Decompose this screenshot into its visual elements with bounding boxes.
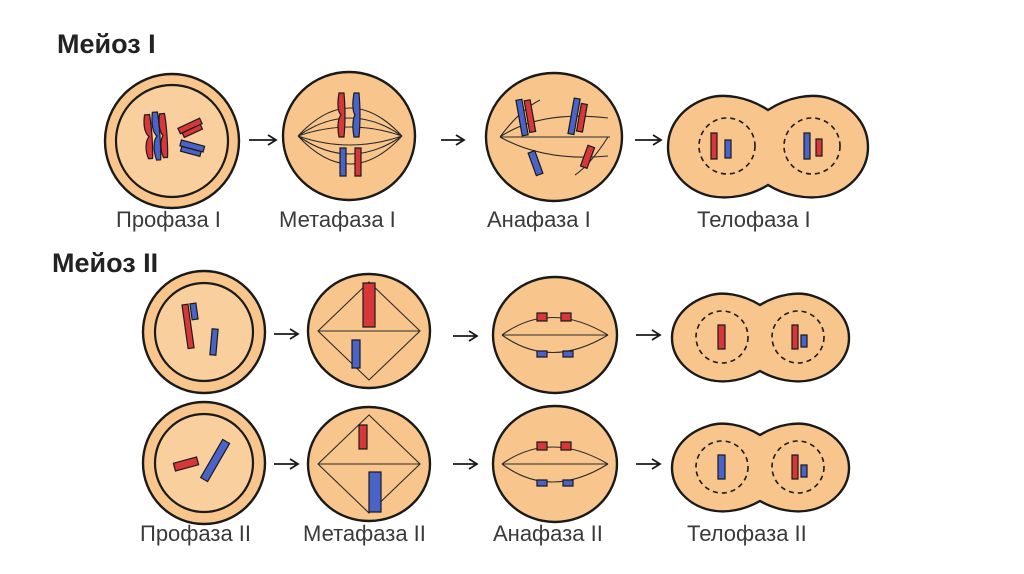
chromatid-group-bottom bbox=[536, 479, 574, 487]
arrow-icon bbox=[453, 330, 479, 342]
arrow-icon bbox=[249, 134, 278, 146]
prophase-2-cell-a bbox=[141, 269, 267, 395]
daughter-nucleus-left-chromosomes bbox=[717, 454, 726, 480]
meiosis-1-title: Мейоз I bbox=[57, 29, 156, 59]
arrow-icon bbox=[441, 134, 466, 146]
metaphase-1-cell bbox=[281, 70, 417, 202]
chromosome-small-left bbox=[527, 149, 544, 177]
daughter-nucleus-right-chromosomes bbox=[803, 132, 823, 160]
arrow-icon bbox=[453, 458, 479, 470]
telophase-2-cell-a bbox=[670, 292, 851, 383]
metaphase-2-cell-b bbox=[306, 405, 432, 523]
anaphase-2-cell-a bbox=[491, 275, 619, 395]
chromatid-group-top bbox=[536, 441, 572, 451]
chromosome-top bbox=[358, 424, 368, 450]
arrow-icon bbox=[636, 329, 662, 341]
chromosome-small bbox=[172, 456, 200, 472]
chromosome-small-right bbox=[579, 144, 596, 170]
anaphase-2-cell-b bbox=[491, 404, 619, 524]
arrow-icon bbox=[274, 458, 300, 470]
label-anaphase-2: Анафаза II bbox=[493, 521, 603, 546]
chromosome-bottom bbox=[368, 471, 382, 513]
chromosome-pair bbox=[181, 302, 199, 350]
bivalent-bottom bbox=[339, 147, 362, 177]
anaphase-1-cell bbox=[484, 71, 624, 203]
bivalent-top bbox=[337, 92, 361, 138]
chromatid-group-top bbox=[536, 312, 572, 322]
label-anaphase-1: Анафаза I bbox=[487, 207, 591, 232]
daughter-nucleus-left-chromosomes bbox=[717, 324, 726, 350]
arrow-icon bbox=[274, 328, 300, 340]
arrow-icon bbox=[635, 134, 663, 146]
label-metaphase-1: Метафаза I bbox=[279, 207, 396, 232]
label-telophase-1: Телофаза I bbox=[697, 207, 811, 232]
chromosome-top bbox=[362, 282, 376, 328]
label-prophase-2: Профаза II bbox=[140, 521, 251, 546]
telophase-1-cell bbox=[666, 94, 870, 199]
meiosis-2-title: Мейоз II bbox=[52, 248, 158, 278]
daughter-nucleus-right-chromosomes bbox=[791, 324, 808, 350]
chromosome-pair bbox=[199, 438, 231, 483]
chromosome-bottom bbox=[351, 339, 361, 369]
metaphase-2-cell-a bbox=[306, 272, 432, 390]
daughter-nucleus-right-chromosomes bbox=[791, 454, 808, 480]
label-metaphase-2: Метафаза II bbox=[303, 521, 426, 546]
arrow-icon bbox=[636, 458, 662, 470]
prophase-1-cell bbox=[103, 72, 241, 210]
telophase-2-cell-b bbox=[670, 422, 851, 513]
chromosome-group-right bbox=[567, 97, 589, 136]
prophase-2-cell-b bbox=[141, 400, 267, 526]
label-prophase-1: Профаза I bbox=[116, 207, 221, 232]
chromatid-group-bottom bbox=[536, 350, 574, 358]
small-homolog-pair-blue bbox=[179, 139, 206, 158]
chromosome-group-left bbox=[515, 98, 537, 137]
daughter-nucleus-left-chromosomes bbox=[710, 132, 732, 160]
homolog-pair bbox=[143, 111, 169, 161]
chromosome-small bbox=[209, 328, 219, 356]
small-homolog-pair-red bbox=[177, 117, 204, 139]
label-telophase-2: Телофаза II bbox=[687, 521, 807, 546]
